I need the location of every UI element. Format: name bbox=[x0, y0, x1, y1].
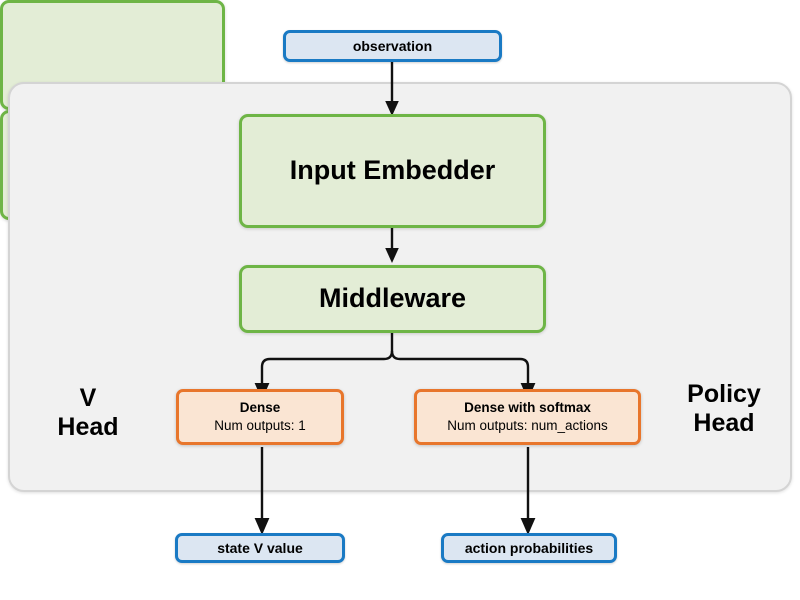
action-probabilities-node[interactable]: action probabilities bbox=[441, 533, 617, 563]
state-v-value-node[interactable]: state V value bbox=[175, 533, 345, 563]
middleware-node[interactable]: Middleware bbox=[239, 265, 546, 333]
v-head-label: V Head bbox=[57, 384, 119, 441]
policy-head-dense-subtitle: Num outputs: num_actions bbox=[447, 418, 608, 433]
observation-label: observation bbox=[352, 37, 433, 54]
input-embedder-node[interactable]: Input Embedder bbox=[239, 114, 546, 228]
action-probabilities-label: action probabilities bbox=[464, 539, 594, 556]
v-head-dense-title: Dense bbox=[239, 400, 281, 416]
policy-head-dense-node[interactable]: Dense with softmax Num outputs: num_acti… bbox=[414, 389, 641, 445]
v-head-dense-node[interactable]: Dense Num outputs: 1 bbox=[176, 389, 344, 445]
input-embedder-label: Input Embedder bbox=[289, 155, 496, 186]
middleware-label: Middleware bbox=[318, 283, 467, 314]
v-head-dense-subtitle: Num outputs: 1 bbox=[214, 418, 306, 433]
policy-head-dense-title: Dense with softmax bbox=[464, 400, 591, 416]
observation-node[interactable]: observation bbox=[283, 30, 502, 62]
state-v-value-label: state V value bbox=[217, 539, 303, 556]
policy-head-label: Policy Head bbox=[687, 380, 761, 437]
